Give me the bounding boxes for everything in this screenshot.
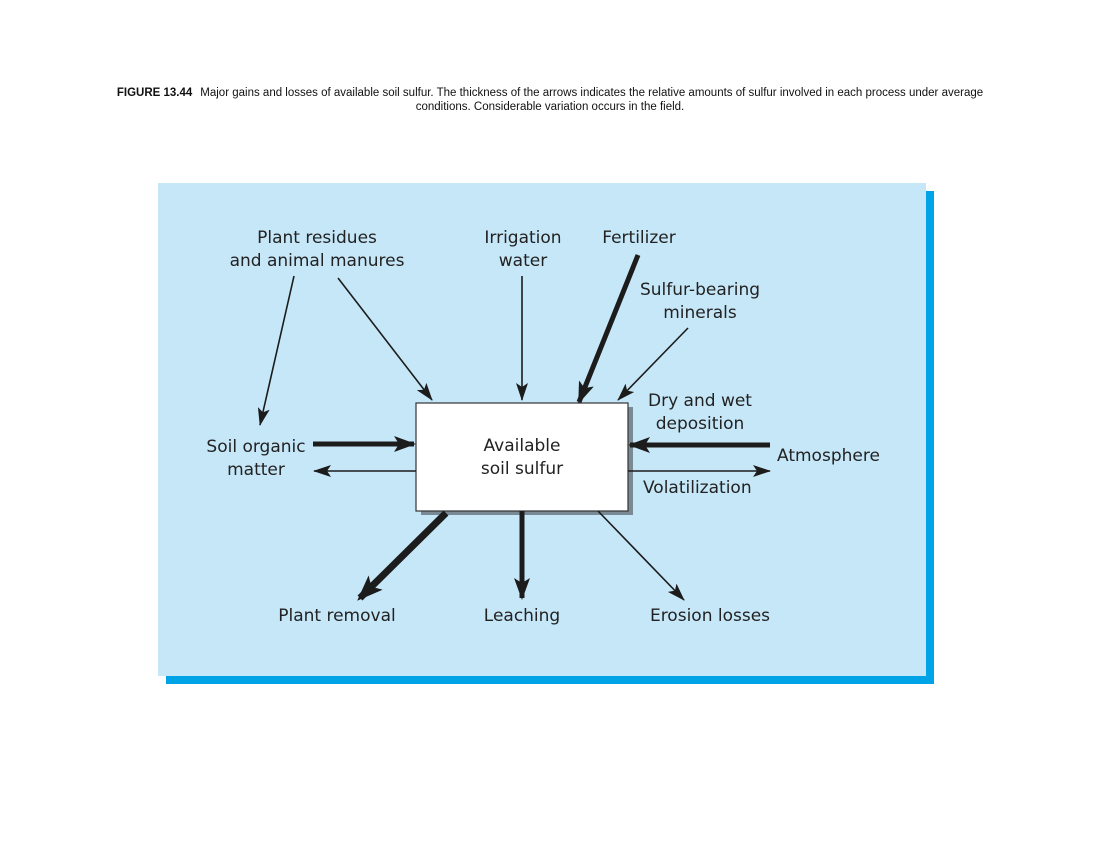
- residues-to-available-arrow: [337, 277, 433, 401]
- sulfur-bearing-minerals-label: Sulfur-bearing minerals: [639, 280, 761, 323]
- plant-removal-label: Plant removal: [278, 606, 396, 626]
- atmosphere-label: Atmosphere: [777, 446, 880, 466]
- fertilizer-label: Fertilizer: [602, 228, 676, 248]
- plant-residues-label: Plant residues and animal manures: [229, 228, 405, 271]
- soil-organic-matter-label: Soil organic matter: [206, 437, 306, 480]
- figure-number: FIGURE 13.44: [116, 87, 193, 99]
- dry-wet-deposition-label: Dry and wet deposition: [648, 391, 752, 434]
- erosion-losses-label: Erosion losses: [649, 606, 771, 626]
- irrigation-water-label: Irrigation water: [484, 228, 562, 271]
- center-box-label: Available soil sulfur: [480, 436, 564, 479]
- fertilizer-arrow: [576, 254, 641, 404]
- figure-caption: FIGURE 13.44 Major gains and losses of av…: [100, 86, 1000, 114]
- caption-text: Major gains and losses of available soil…: [200, 87, 984, 113]
- volatilization-label: Volatilization: [643, 478, 752, 498]
- minerals-arrow: [617, 327, 689, 401]
- plant-removal-arrow: [357, 510, 449, 601]
- erosion-arrow: [597, 510, 685, 601]
- leaching-label: Leaching: [483, 606, 561, 626]
- residues-to-organic-matter-arrow: [257, 275, 295, 426]
- center-box: [415, 402, 629, 512]
